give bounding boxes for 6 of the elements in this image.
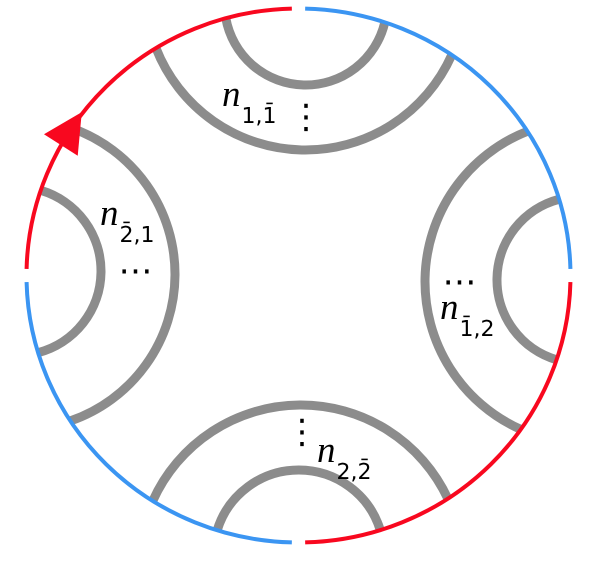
ellipsis: ⋯ xyxy=(118,254,152,288)
math-label: n$_{2,2̄}$ xyxy=(317,432,372,484)
ellipsis: ⋮ xyxy=(289,100,323,134)
ellipsis: ⋮ xyxy=(285,415,319,449)
math-label: n$_{2̄,1}$ xyxy=(100,195,154,247)
math-label: n$_{1,1̄}$ xyxy=(222,76,276,128)
